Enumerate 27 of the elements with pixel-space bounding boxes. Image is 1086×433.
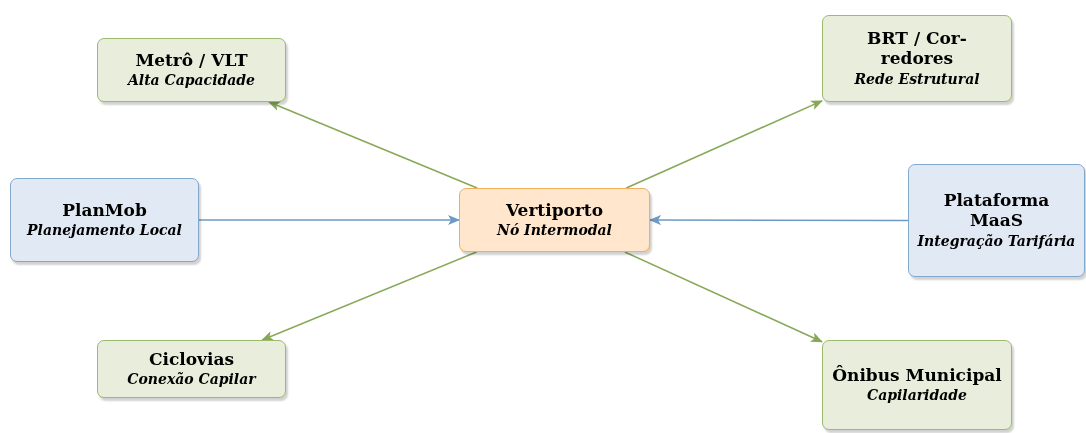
node-title: PlanMob — [62, 199, 147, 221]
node-subtitle: Rede Estrutural — [854, 69, 980, 89]
node-subtitle: Integração Tarifária — [917, 231, 1076, 251]
node-title: Metrô / VLT — [135, 49, 248, 71]
arrow — [624, 251, 823, 343]
node-subtitle: Nó Intermodal — [497, 221, 612, 241]
process-box — [822, 15, 1012, 102]
arrow — [261, 251, 478, 341]
node-subtitle: Conexão Capilar — [127, 370, 256, 390]
node-title: Ônibus Municipal — [832, 364, 1002, 386]
process-box — [10, 178, 199, 262]
arrow — [625, 100, 823, 189]
node-subtitle: Alta Capacidade — [127, 71, 256, 91]
node-title: BRT / Cor- redores — [866, 27, 968, 69]
node-title: Vertiporto — [505, 199, 604, 221]
process-box — [822, 340, 1012, 430]
node-title: Ciclovias — [148, 348, 235, 370]
process-box — [459, 188, 650, 252]
arrow — [198, 215, 460, 225]
node-subtitle: Planejamento Local — [27, 221, 182, 241]
process-box — [97, 38, 286, 102]
node-title: Plataforma MaaS — [942, 189, 1051, 231]
node-subtitle: Capilaridade — [867, 386, 967, 406]
process-box — [97, 340, 286, 398]
arrow — [649, 215, 909, 226]
process-box — [908, 164, 1085, 277]
arrow — [268, 101, 478, 189]
